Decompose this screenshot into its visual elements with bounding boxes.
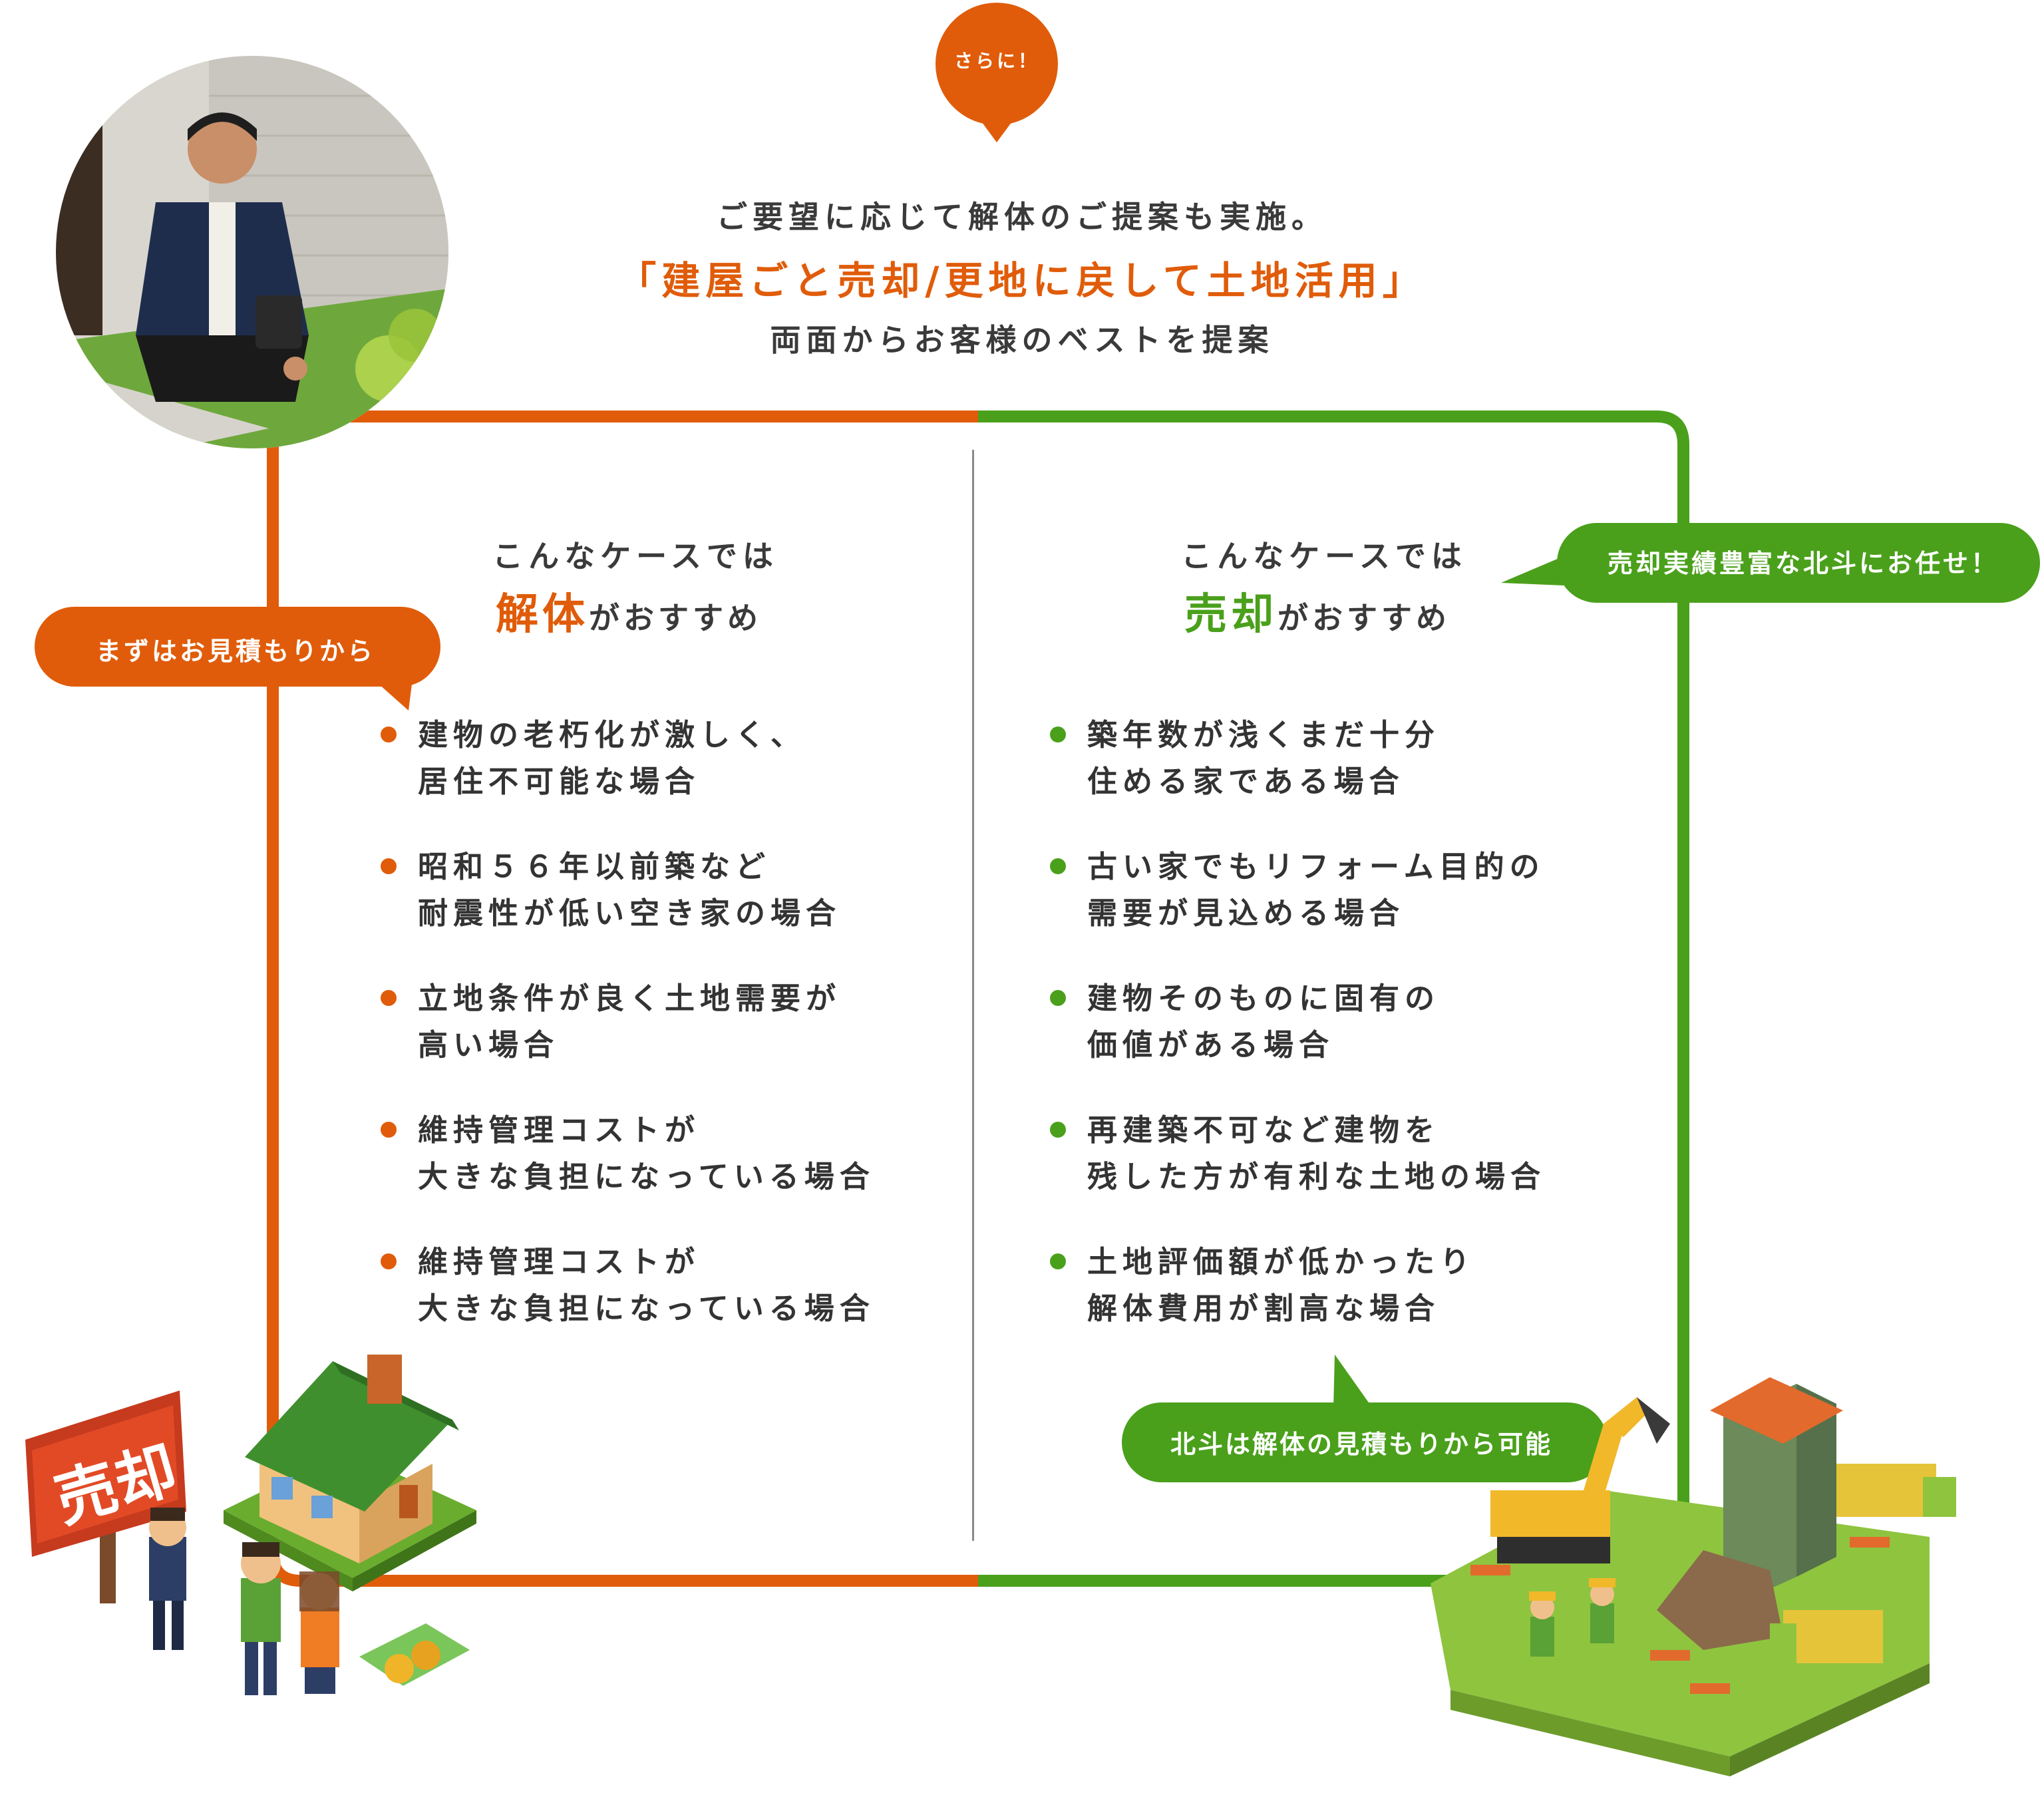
left-column-key: 解体: [496, 590, 589, 639]
right-column-lead: こんなケースでは: [1181, 538, 1467, 574]
item-line1: 昭和５６年以前築など: [418, 849, 771, 884]
column-divider: [972, 450, 974, 1541]
bullet-dot: [381, 727, 397, 742]
right-top-speech-bubble: [1501, 523, 2040, 603]
list-item: 築年数が浅くまだ十分 住める家である場合: [1050, 712, 1633, 805]
demolition-site-icon: [1431, 1377, 1956, 1776]
right-bottom-bubble-text: 北斗は解体の見積もりから可能: [1170, 1430, 1552, 1459]
headline-line1: ご要望に応じて解体のご提案も実施。: [717, 199, 1327, 235]
list-item: 立地条件が良く土地需要が 高い場合: [381, 975, 963, 1068]
list-item: 維持管理コストが 大きな負担になっている場合: [381, 1107, 963, 1200]
bullet-dot: [381, 1253, 397, 1269]
bullet-dot: [381, 990, 397, 1006]
list-item: 建物そのものに固有の 価値がある場合: [1050, 975, 1633, 1068]
list-item: 再建築不可など建物を 残した方が有利な土地の場合: [1050, 1107, 1633, 1200]
item-line2: 住める家である場合: [1087, 764, 1405, 799]
person-photo: [56, 56, 448, 448]
item-line1: 土地評価額が低かったり: [1087, 1244, 1476, 1279]
bullet-dot: [381, 1122, 397, 1138]
item-line2: 価値がある場合: [1087, 1027, 1335, 1063]
bullet-dot: [1050, 727, 1066, 742]
right-column-key: 売却: [1184, 590, 1278, 639]
left-speech-bubble: [35, 607, 440, 711]
right-top-bubble-text: 売却実績豊富な北斗にお任せ！: [1607, 549, 1999, 578]
item-line1: 再建築不可など建物を: [1087, 1112, 1441, 1148]
left-column-lead: こんなケースでは: [492, 538, 778, 574]
right-column-suffix: がおすすめ: [1278, 600, 1450, 636]
bullet-dot: [1050, 858, 1066, 874]
bullet-dot: [1050, 1122, 1066, 1138]
headline-line3: 両面からお客様のベストを提案: [770, 322, 1274, 358]
item-line1: 維持管理コストが: [418, 1112, 701, 1148]
item-line2: 需要が見込める場合: [1087, 896, 1405, 931]
item-line2: 解体費用が割高な場合: [1087, 1291, 1441, 1326]
list-item: 古い家でもリフォーム目的の 需要が見込める場合: [1050, 844, 1633, 937]
bullet-dot: [381, 858, 397, 874]
item-line2: 高い場合: [418, 1027, 560, 1063]
right-column-title: 売却がおすすめ: [1085, 580, 1550, 641]
list-item: 建物の老朽化が激しく、 居住不可能な場合: [381, 712, 963, 805]
item-line1: 立地条件が良く土地需要が: [418, 981, 842, 1016]
item-line1: 築年数が浅くまだ十分: [1087, 717, 1441, 752]
item-line2: 大きな負担になっている場合: [418, 1291, 875, 1326]
left-bubble-text: まずはお見積もりから: [95, 637, 375, 666]
list-item: 土地評価額が低かったり 解体費用が割高な場合: [1050, 1239, 1633, 1332]
left-column-title: 解体がおすすめ: [396, 580, 862, 641]
item-line2: 居住不可能な場合: [418, 764, 701, 799]
bullet-dot: [1050, 1253, 1066, 1269]
house-sale-icon: 売却: [25, 1355, 476, 1695]
item-line1: 維持管理コストが: [418, 1244, 701, 1279]
right-bottom-speech-bubble: [1122, 1355, 1608, 1482]
item-line1: 古い家でもリフォーム目的の: [1087, 849, 1545, 884]
item-line1: 建物そのものに固有の: [1087, 981, 1441, 1016]
list-item: 維持管理コストが 大きな負担になっている場合: [381, 1239, 963, 1332]
item-line2: 残した方が有利な土地の場合: [1087, 1159, 1546, 1194]
item-line2: 耐震性が低い空き家の場合: [418, 896, 842, 931]
item-line2: 大きな負担になっている場合: [418, 1159, 875, 1194]
pin-marker: [936, 3, 1058, 142]
item-line1: 建物の老朽化が激しく、: [418, 717, 806, 752]
pin-label: さらに！: [953, 50, 1039, 72]
headline-line2: 「建屋ごと売却/更地に戻して土地活用」: [617, 258, 1427, 303]
bullet-dot: [1050, 990, 1066, 1006]
list-item: 昭和５６年以前築など 耐震性が低い空き家の場合: [381, 844, 963, 937]
left-column-suffix: がおすすめ: [589, 600, 762, 636]
